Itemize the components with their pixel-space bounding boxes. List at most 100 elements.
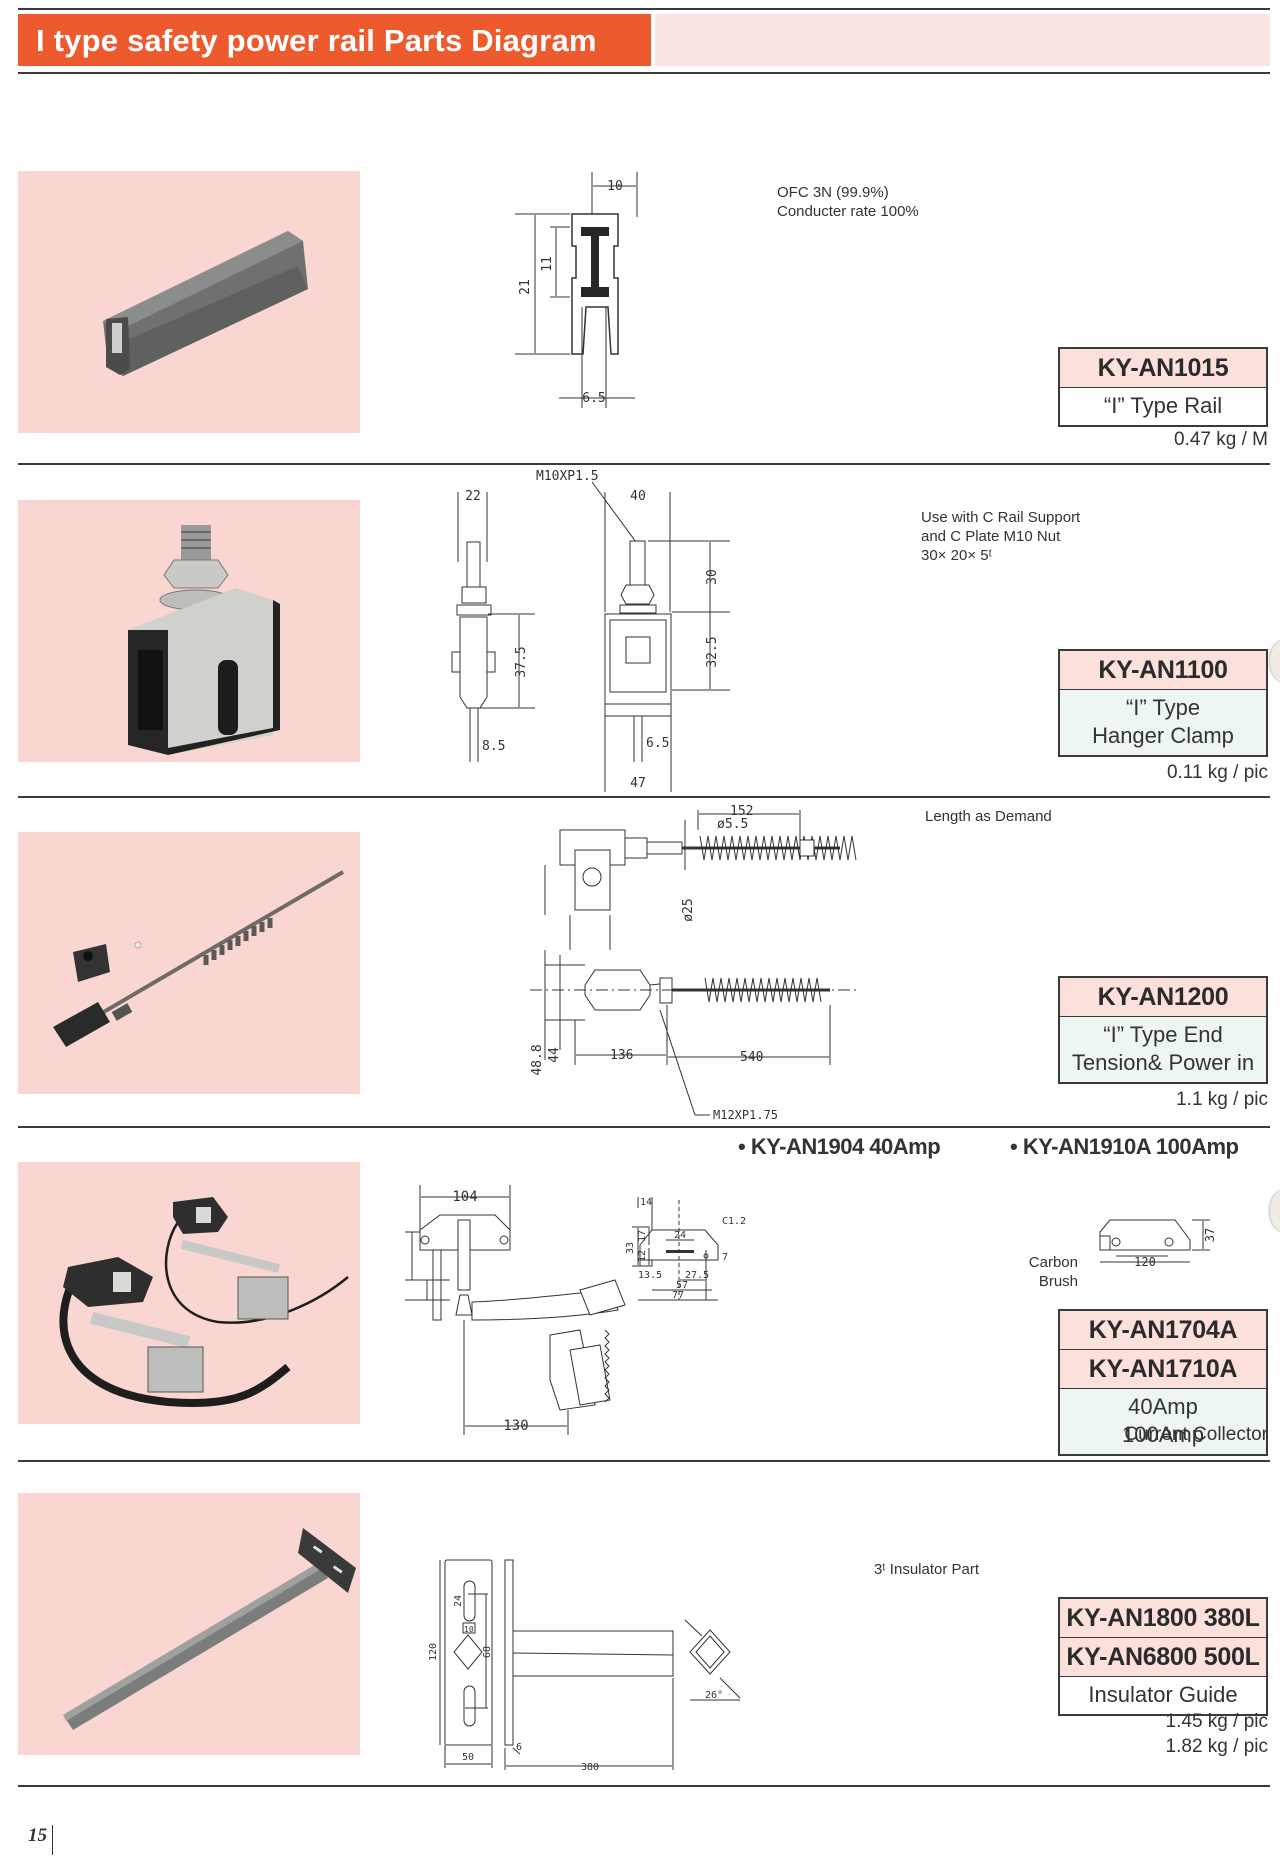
page-edge-tab [1270, 640, 1280, 682]
product-code: KY-AN1015 [1060, 349, 1266, 388]
title-band [655, 14, 1270, 66]
product-code: KY-AN1710A [1060, 1350, 1266, 1389]
carbon-brush-label: Carbon Brush [1026, 1253, 1078, 1291]
description-line: Hanger Clamp [1092, 723, 1234, 748]
section-divider [18, 1126, 1270, 1128]
insulator-part-note: 3ᵗ Insulator Part [874, 1561, 980, 1578]
dim-slot: 6.5 [646, 736, 669, 751]
spec-box-ky-an1100: KY-AN1100 “I” Type Hanger Clamp [1058, 649, 1268, 757]
dim-side-width: 22 [465, 489, 481, 504]
dim-77: 77 [672, 1290, 684, 1301]
dim-13-5: 13.5 [638, 1270, 662, 1281]
dim-thread: M10XP1.5 [536, 469, 599, 484]
dim-plate-width: 50 [462, 1752, 474, 1763]
weight-line: 1.45 kg / pic [1165, 1711, 1268, 1732]
note-line: and C Plate M10 Nut [921, 528, 1061, 545]
note-line: OFC 3N (99.9%) [777, 184, 889, 201]
description-line: Tension& Power in [1071, 1050, 1255, 1075]
note-line: 30× 20× 5ᵗ [921, 547, 992, 564]
dim-57: 57 [676, 1280, 688, 1291]
dim-27-5: 27.5 [685, 1270, 709, 1281]
dim-height-total: 21 [518, 279, 533, 295]
dim-slot-w: 10 [464, 1625, 474, 1634]
dim-7: 7 [722, 1252, 728, 1263]
dim-front-top: 40 [630, 489, 646, 504]
description-line: “I” Type End [1103, 1022, 1223, 1047]
product-code: KY-AN1704A [1060, 1311, 1266, 1350]
dim-rod-dia: ø5.5 [717, 817, 748, 832]
section-divider [18, 1460, 1270, 1462]
section-divider [18, 463, 1270, 465]
dim-side-height: 37.5 [514, 646, 529, 677]
dim-bolt-height: 30 [705, 569, 720, 585]
dim-h2: 44 [547, 1047, 562, 1063]
end-tension-drawing: 152 ø5.5 ø25 48.8 44 136 540 M12XP1.75 [530, 800, 1030, 1130]
product-weight: 0.47 kg / M [1174, 429, 1268, 450]
dim-width-top: 10 [607, 179, 623, 194]
product-code: KY-AN1100 [1060, 651, 1266, 690]
insulator-guide-photo [18, 1493, 360, 1755]
dim-bottom-width: 47 [630, 776, 646, 791]
spec-box-ky-an1800: KY-AN1800 380L KY-AN6800 500L Insulator … [1058, 1597, 1268, 1716]
page-number: 15 [28, 1825, 53, 1855]
note-line: Use with C Rail Support [921, 509, 1081, 526]
dim-angle: 26° [705, 1690, 723, 1701]
dim-h1: 48.8 [530, 1044, 545, 1075]
i-type-rail-photo [18, 171, 360, 433]
description-line: 40Amp [1128, 1394, 1198, 1419]
dim-gap-bottom: 6.5 [582, 391, 605, 406]
dim-14: 14 [640, 1197, 652, 1208]
spec-box-ky-an1704a: KY-AN1704A KY-AN1710A 40Amp 100Amp [1058, 1309, 1268, 1456]
weight-line: 1.82 kg / pic [1165, 1736, 1268, 1757]
dim-body-length: 136 [610, 1048, 633, 1063]
product-weights: 1.45 kg / pic 1.82 kg / pic [1166, 1709, 1268, 1759]
current-collector-drawing: 104 130 33 17 12 14 C1.2 [400, 1170, 1280, 1450]
dim-arm-length: 380 [581, 1762, 599, 1773]
spec-box-ky-an1015: KY-AN1015 “I” Type Rail [1058, 347, 1268, 427]
note-line: Brush [1038, 1273, 1078, 1290]
product-description: “I” Type Rail [1103, 393, 1223, 418]
dim-24: 24 [674, 1230, 686, 1241]
product-description: “I” Type Hanger Clamp [1060, 690, 1266, 755]
dim-plate-thick: 6 [516, 1742, 522, 1753]
dim-spring-length: 152 [730, 804, 753, 819]
note-line: Conducter rate 100% [777, 203, 919, 220]
dim-thread: M12XP1.75 [713, 1108, 778, 1122]
title-rule [18, 72, 1270, 74]
dim-37: 37 [1203, 1228, 1217, 1242]
top-rule [18, 8, 1270, 10]
dim-head-width: 104 [452, 1189, 477, 1205]
dim-spring-dia: ø25 [681, 898, 696, 921]
hanger-clamp-photo [18, 500, 360, 762]
hanger-clamp-drawing: 22 37.5 8.5 M10XP1.5 40 30 32.5 [440, 462, 940, 792]
product-description: “I” Type End Tension& Power in [1060, 1017, 1266, 1082]
product-code: KY-AN6800 500L [1060, 1638, 1266, 1677]
product-weight: 1.1 kg / pic [1176, 1089, 1268, 1110]
insulator-guide-drawing: 120 24 10 68 50 6 380 26° [420, 1518, 1020, 1773]
page-edge-tab [1270, 1190, 1280, 1232]
length-note: Length as Demand [925, 808, 1052, 825]
spec-box-ky-an1200: KY-AN1200 “I” Type End Tension& Power in [1058, 976, 1268, 1084]
dim-12: 12 [637, 1250, 648, 1262]
product-description: 40Amp 100Amp [1060, 1389, 1266, 1454]
dim-total-length: 540 [740, 1050, 763, 1065]
description-line: “I” Type [1125, 695, 1201, 720]
bottom-rule [18, 1785, 1270, 1787]
dim-arm-length: 130 [503, 1418, 528, 1434]
dim-120: 120 [1134, 1255, 1156, 1269]
dim-height-inner: 11 [540, 256, 555, 272]
dim-slot-len: 24 [453, 1595, 464, 1607]
product-category: Current Collector [1124, 1424, 1268, 1445]
description-line: 100Amp [1122, 1422, 1204, 1447]
dim-c12: C1.2 [722, 1216, 746, 1227]
dim-side-gap: 8.5 [482, 739, 505, 754]
dim-hole-pitch: 68 [482, 1646, 493, 1658]
rail-profile-drawing: 10 21 11 6.5 [515, 172, 695, 412]
product-description: Insulator Guide [1088, 1682, 1238, 1707]
variant-40amp: • KY-AN1904 40Amp [738, 1134, 941, 1159]
rail-material-note: OFC 3N (99.9%) Conducter rate 100% [777, 183, 919, 221]
note-line: Carbon [1028, 1254, 1078, 1271]
title-bar: I type safety power rail Parts Diagram [18, 14, 651, 66]
page-title: I type safety power rail Parts Diagram [36, 23, 597, 58]
dim-body-height: 32.5 [705, 636, 720, 667]
